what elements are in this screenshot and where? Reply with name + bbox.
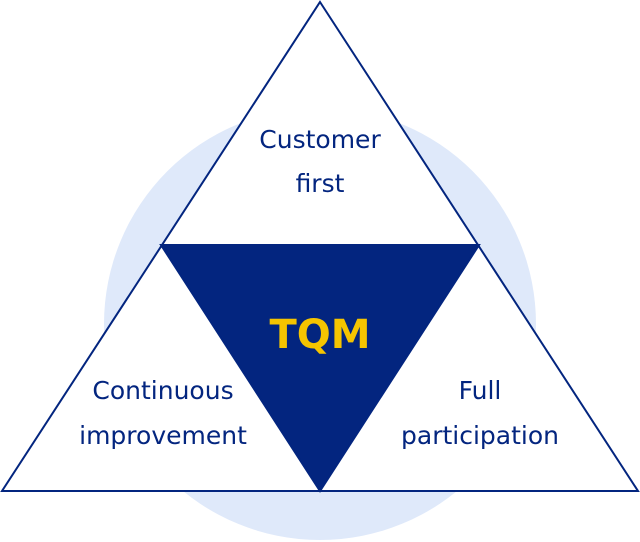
center-triangle <box>159 244 481 493</box>
center-label: TQM <box>269 312 370 358</box>
right-label-line1: Full <box>459 376 502 405</box>
left-label-line1: Continuous <box>92 376 233 405</box>
top-label-line2: first <box>296 169 345 198</box>
left-label-line2: improvement <box>79 421 247 450</box>
top-label-line1: Customer <box>259 125 381 154</box>
right-label-line2: participation <box>401 421 559 450</box>
